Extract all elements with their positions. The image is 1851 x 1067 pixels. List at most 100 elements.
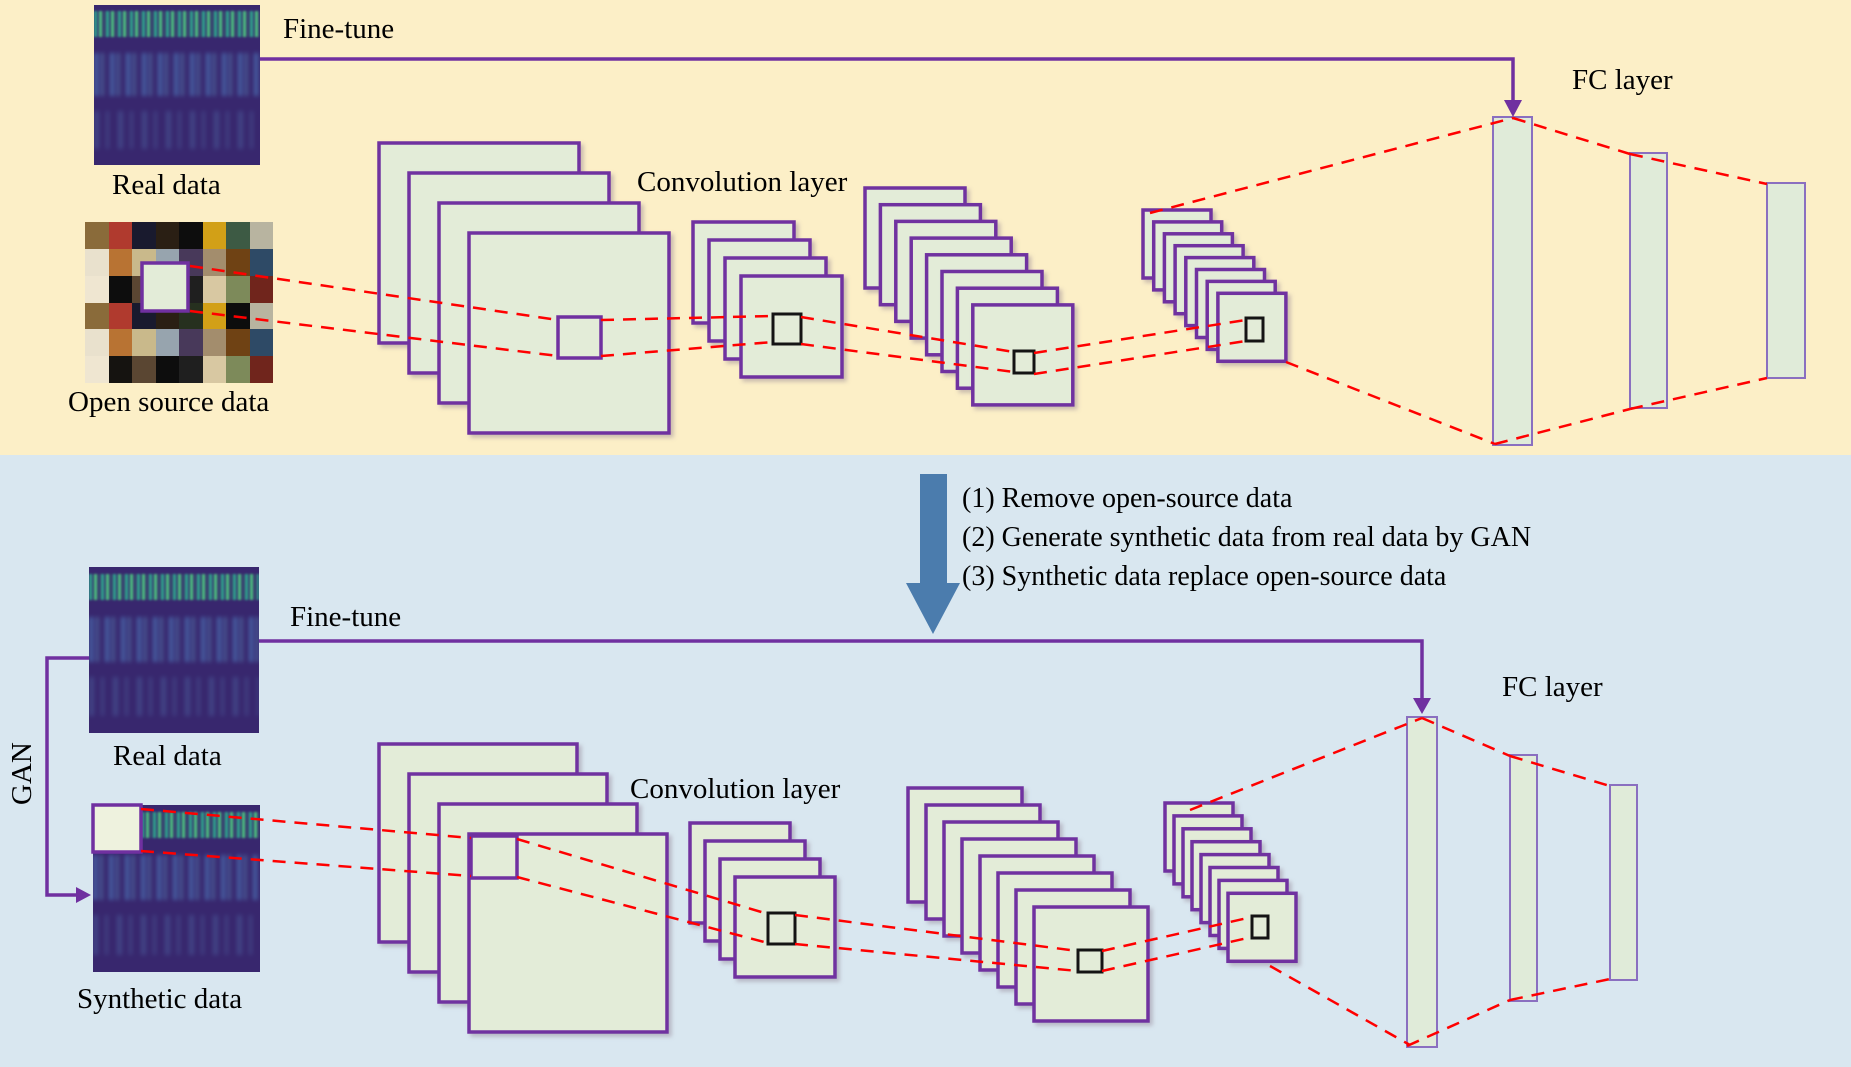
real-data-spectrogram-bottom [89, 567, 259, 733]
collage-cell [249, 275, 273, 303]
transition-step: (3) Synthetic data replace open-source d… [962, 561, 1447, 592]
red-dashed-line [800, 342, 1015, 374]
collage-cell [249, 329, 273, 357]
spectrogram-band [93, 855, 260, 901]
red-dashed-line [600, 340, 774, 358]
receptive-field [556, 315, 603, 360]
fc-bar [1629, 152, 1668, 409]
collage-cell [226, 356, 250, 383]
red-dashed-line [140, 807, 472, 840]
collage-cell [108, 275, 132, 303]
red-dashed-line [800, 315, 1015, 354]
fc-layer-label-top: FC layer [1572, 64, 1673, 96]
collage-cell [85, 222, 109, 249]
red-dashed-line [1033, 339, 1247, 376]
collage-cell [108, 302, 132, 330]
collage-cell [85, 302, 109, 330]
red-dashed-line [1629, 152, 1768, 186]
synthetic-data-spectrogram [93, 805, 260, 972]
fc-bar [1609, 784, 1638, 981]
red-dashed-line [1509, 977, 1611, 1002]
fc-layer-label-bottom: FC layer [1502, 671, 1603, 703]
collage-cell [132, 222, 156, 249]
spectrogram-band [89, 573, 259, 601]
collage-cell [108, 248, 132, 276]
synthetic-data-label: Synthetic data [77, 983, 243, 1015]
red-dashed-line [1101, 915, 1253, 953]
red-dashed-line [1494, 407, 1631, 446]
collage-cell [179, 356, 203, 383]
red-dashed-line [1629, 376, 1768, 411]
transition-down-arrow [906, 474, 960, 634]
collage-cell [202, 356, 226, 383]
red-dashed-line [1101, 935, 1253, 973]
collage-cell [249, 356, 273, 383]
receptive-field [1244, 316, 1265, 343]
red-dashed-line [1509, 754, 1611, 788]
gan-bracket-arrowhead [76, 887, 91, 903]
red-dashed-line [1285, 360, 1496, 446]
fc-bar [1766, 182, 1806, 379]
collage-cell [226, 275, 250, 303]
red-dashed-line [189, 264, 559, 322]
collage-cell [155, 222, 179, 249]
collage-cell [202, 302, 226, 330]
spectrogram-band [94, 110, 260, 149]
collage-cell [179, 222, 203, 249]
conv-square [739, 274, 844, 379]
finetune-label-bottom: Fine-tune [290, 601, 402, 633]
red-dashed-line [794, 913, 1079, 953]
collage-cell [155, 329, 179, 357]
receptive-field [766, 911, 797, 946]
collage-cell [202, 248, 226, 276]
collage-cell [179, 329, 203, 357]
collage-cell [108, 222, 132, 249]
red-dashed-line [1033, 318, 1247, 355]
receptive-field [1076, 948, 1104, 974]
convolution-layer-label-top: Convolution layer [637, 166, 848, 198]
spectrogram-band [93, 915, 260, 956]
receptive-field [1250, 914, 1270, 940]
receptive-field [91, 803, 143, 854]
collage-cell [132, 356, 156, 383]
red-dashed-line [1421, 716, 1511, 758]
collage-cell [249, 222, 273, 249]
collage-cell [85, 356, 109, 383]
receptive-field [140, 261, 190, 313]
real-data-label-top: Real data [112, 169, 221, 201]
fc-bar [1492, 116, 1533, 446]
receptive-field [469, 834, 519, 880]
red-dashed-line [794, 942, 1079, 973]
collage-cell [249, 248, 273, 276]
transition-step: (1) Remove open-source data [962, 483, 1293, 514]
spectrogram-band [89, 676, 259, 717]
finetune-line-bottom-arrowhead [1413, 698, 1431, 714]
collage-cell [226, 329, 250, 357]
finetune-line-bottom [259, 639, 1424, 700]
red-dashed-line [1269, 964, 1411, 1047]
spectrogram-band [94, 11, 260, 37]
red-dashed-line [1149, 116, 1514, 215]
transition-step: (2) Generate synthetic data from real da… [962, 522, 1532, 553]
collage-cell [108, 329, 132, 357]
collage-cell [226, 248, 250, 276]
collage-cell [85, 275, 109, 303]
finetune-line-top [260, 57, 1515, 102]
receptive-field [1012, 349, 1036, 375]
collage-cell [202, 222, 226, 249]
collage-cell [132, 329, 156, 357]
spectrogram-band [89, 616, 259, 662]
fc-bar [1406, 716, 1438, 1048]
gan-bracket [45, 656, 89, 897]
convolution-layer-label-bottom: Convolution layer [630, 773, 841, 805]
collage-cell [155, 356, 179, 383]
real-data-label-bottom: Real data [113, 740, 222, 772]
collage-cell [108, 356, 132, 383]
transition-step-list: (1) Remove open-source data (2) Generate… [962, 479, 1531, 596]
finetune-label-top: Fine-tune [283, 13, 395, 45]
open-source-data-label: Open source data [68, 386, 270, 418]
real-data-spectrogram-top [94, 5, 260, 165]
receptive-field [771, 312, 803, 346]
spectrogram-band [94, 53, 260, 97]
